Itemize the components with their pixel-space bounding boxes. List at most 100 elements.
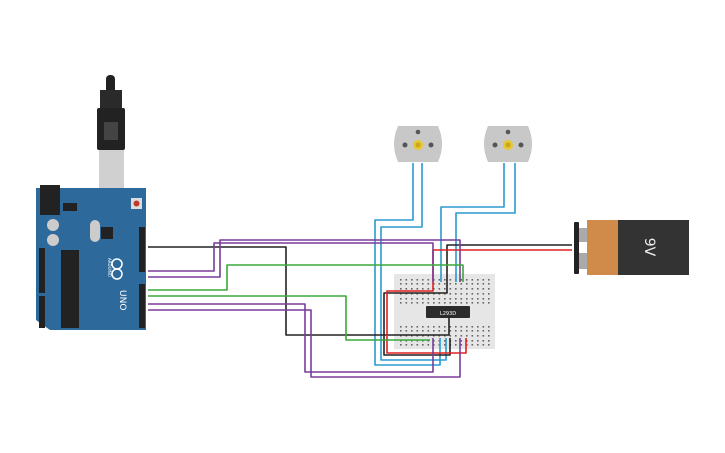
breadboard-hole[interactable]	[488, 288, 490, 290]
usb-cable[interactable]	[97, 75, 125, 190]
breadboard-hole[interactable]	[411, 326, 413, 328]
breadboard-hole[interactable]	[488, 335, 490, 337]
breadboard-hole[interactable]	[455, 288, 457, 290]
breadboard-hole[interactable]	[449, 330, 452, 332]
breadboard-hole[interactable]	[466, 283, 468, 285]
breadboard-hole[interactable]	[477, 326, 479, 328]
breadboard-hole[interactable]	[471, 335, 474, 337]
breadboard-hole[interactable]	[455, 335, 457, 337]
breadboard-hole[interactable]	[411, 302, 413, 304]
breadboard-hole[interactable]	[416, 344, 419, 346]
breadboard-hole[interactable]	[411, 298, 413, 300]
breadboard-hole[interactable]	[466, 326, 468, 328]
breadboard-hole[interactable]	[411, 283, 413, 285]
breadboard-hole[interactable]	[416, 283, 419, 285]
breadboard-hole[interactable]	[449, 326, 452, 328]
breadboard-hole[interactable]	[438, 326, 441, 328]
breadboard-hole[interactable]	[455, 340, 457, 342]
breadboard-hole[interactable]	[449, 302, 452, 304]
breadboard-hole[interactable]	[416, 279, 419, 281]
breadboard-hole[interactable]	[416, 302, 419, 304]
breadboard-hole[interactable]	[427, 326, 430, 328]
breadboard-hole[interactable]	[471, 288, 474, 290]
breadboard-hole[interactable]	[400, 283, 402, 285]
breadboard-hole[interactable]	[411, 344, 413, 346]
breadboard-hole[interactable]	[460, 344, 463, 346]
breadboard-hole[interactable]	[466, 335, 468, 337]
breadboard-hole[interactable]	[444, 344, 446, 346]
breadboard-hole[interactable]	[471, 330, 474, 332]
breadboard-hole[interactable]	[460, 330, 463, 332]
breadboard-hole[interactable]	[444, 302, 446, 304]
breadboard-hole[interactable]	[455, 330, 457, 332]
breadboard-hole[interactable]	[460, 298, 463, 300]
breadboard-hole[interactable]	[427, 302, 430, 304]
breadboard-hole[interactable]	[471, 279, 474, 281]
breadboard-hole[interactable]	[422, 279, 424, 281]
battery-9v[interactable]: 9V	[574, 220, 689, 275]
breadboard-hole[interactable]	[400, 279, 402, 281]
breadboard-hole[interactable]	[455, 326, 457, 328]
breadboard-hole[interactable]	[438, 283, 441, 285]
breadboard-hole[interactable]	[482, 283, 485, 285]
breadboard-hole[interactable]	[422, 344, 424, 346]
breadboard-hole[interactable]	[444, 298, 446, 300]
breadboard-hole[interactable]	[482, 302, 485, 304]
breadboard-hole[interactable]	[411, 279, 413, 281]
breadboard-hole[interactable]	[482, 344, 485, 346]
breadboard-hole[interactable]	[460, 293, 463, 295]
breadboard-hole[interactable]	[471, 340, 474, 342]
breadboard-hole[interactable]	[416, 330, 419, 332]
breadboard-hole[interactable]	[449, 293, 452, 295]
breadboard-hole[interactable]	[477, 279, 479, 281]
breadboard-hole[interactable]	[427, 298, 430, 300]
breadboard-hole[interactable]	[400, 326, 402, 328]
breadboard-hole[interactable]	[433, 302, 435, 304]
breadboard-hole[interactable]	[488, 344, 490, 346]
breadboard-hole[interactable]	[411, 288, 413, 290]
breadboard-hole[interactable]	[422, 326, 424, 328]
breadboard-hole[interactable]	[466, 302, 468, 304]
breadboard-hole[interactable]	[433, 298, 435, 300]
breadboard-hole[interactable]	[411, 330, 413, 332]
breadboard-hole[interactable]	[455, 293, 457, 295]
breadboard-hole[interactable]	[466, 298, 468, 300]
breadboard-hole[interactable]	[427, 330, 430, 332]
breadboard-hole[interactable]	[400, 344, 402, 346]
breadboard-hole[interactable]	[488, 298, 490, 300]
breadboard-hole[interactable]	[400, 288, 402, 290]
breadboard-hole[interactable]	[471, 326, 474, 328]
breadboard-hole[interactable]	[455, 298, 457, 300]
breadboard-hole[interactable]	[405, 283, 408, 285]
breadboard-hole[interactable]	[449, 335, 452, 337]
breadboard-hole[interactable]	[416, 288, 419, 290]
breadboard-hole[interactable]	[477, 335, 479, 337]
breadboard-hole[interactable]	[400, 330, 402, 332]
breadboard-hole[interactable]	[433, 330, 435, 332]
breadboard[interactable]: L293D	[394, 274, 495, 349]
breadboard-hole[interactable]	[482, 279, 485, 281]
breadboard-hole[interactable]	[427, 279, 430, 281]
breadboard-hole[interactable]	[488, 302, 490, 304]
breadboard-hole[interactable]	[482, 298, 485, 300]
breadboard-hole[interactable]	[488, 293, 490, 295]
breadboard-hole[interactable]	[444, 288, 446, 290]
breadboard-hole[interactable]	[455, 302, 457, 304]
breadboard-hole[interactable]	[477, 330, 479, 332]
breadboard-hole[interactable]	[482, 326, 485, 328]
breadboard-hole[interactable]	[444, 340, 446, 342]
breadboard-hole[interactable]	[460, 340, 463, 342]
breadboard-hole[interactable]	[405, 279, 408, 281]
breadboard-hole[interactable]	[488, 279, 490, 281]
breadboard-hole[interactable]	[422, 288, 424, 290]
breadboard-hole[interactable]	[460, 279, 463, 281]
breadboard-hole[interactable]	[449, 288, 452, 290]
breadboard-hole[interactable]	[466, 279, 468, 281]
breadboard-hole[interactable]	[438, 279, 441, 281]
breadboard-hole[interactable]	[460, 302, 463, 304]
breadboard-hole[interactable]	[460, 283, 463, 285]
breadboard-hole[interactable]	[482, 340, 485, 342]
breadboard-hole[interactable]	[405, 326, 408, 328]
breadboard-hole[interactable]	[488, 326, 490, 328]
breadboard-hole[interactable]	[405, 302, 408, 304]
